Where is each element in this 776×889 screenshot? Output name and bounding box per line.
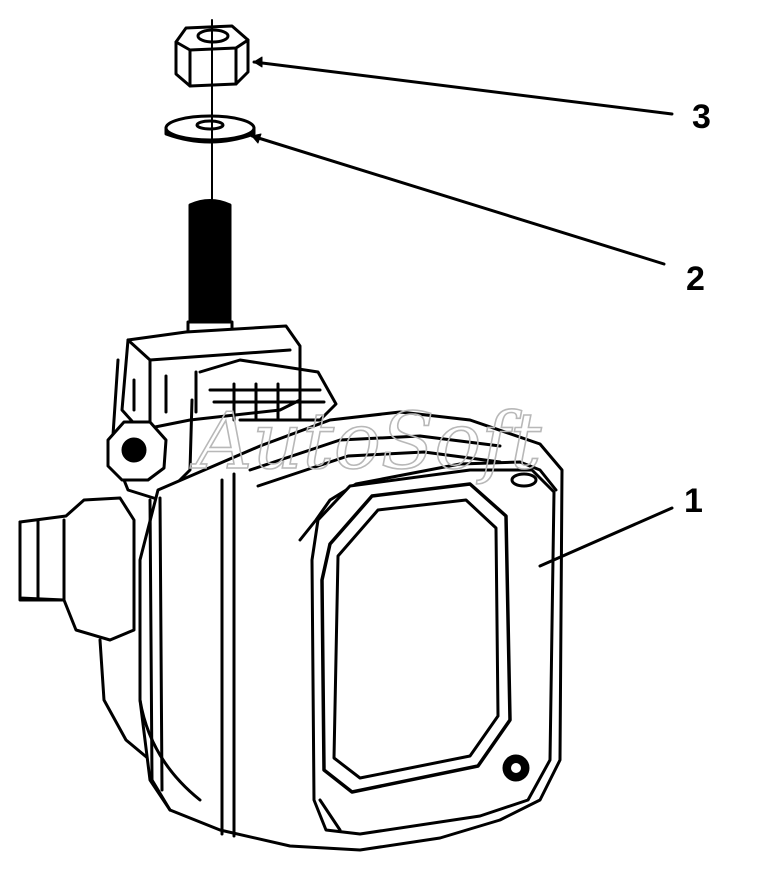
callout-label-1: 1 (684, 482, 703, 520)
mounting-bracket (110, 324, 338, 502)
leader-line-1 (538, 506, 674, 568)
leader-line-2 (250, 134, 666, 266)
callout-label-3: 3 (692, 98, 711, 136)
callout-label-2: 2 (686, 260, 705, 298)
watermark-text: AutoSoft (190, 397, 542, 487)
bolt-part (186, 199, 234, 344)
leader-line-3 (252, 60, 674, 116)
watermark: AutoSoft (189, 396, 543, 488)
side-bolt-head (106, 420, 168, 482)
electrical-connector (18, 496, 152, 762)
lamp-housing-part (138, 410, 564, 852)
washer-part (164, 114, 256, 144)
